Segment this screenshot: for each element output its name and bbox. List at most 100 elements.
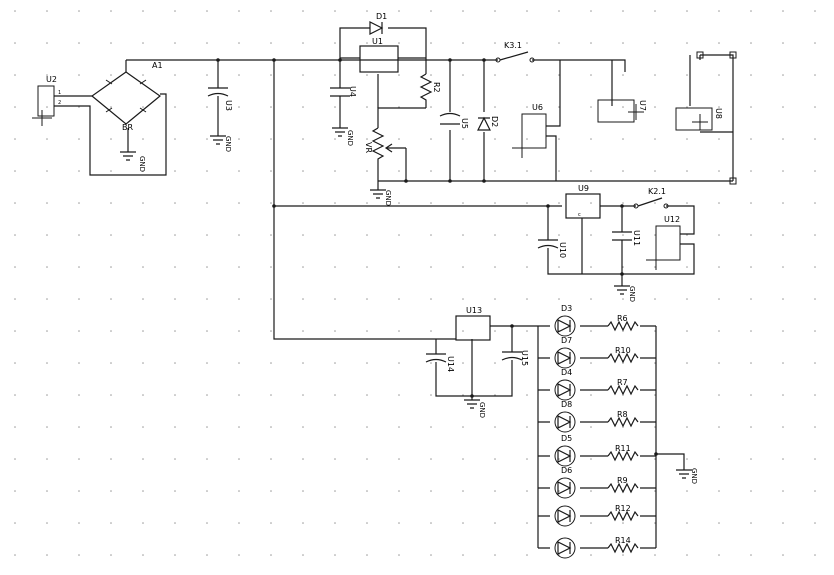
- br-label: BR: [122, 123, 133, 132]
- d3-label: D3: [561, 304, 572, 313]
- u9-label: U9: [578, 184, 589, 193]
- regulator-u13[interactable]: U13: [455, 306, 491, 341]
- capacitor-u5[interactable]: U5: [439, 112, 469, 129]
- left-bus-wire: [273, 60, 456, 340]
- resistor-r14[interactable]: R14: [607, 536, 639, 554]
- potentiometer-vr[interactable]: VR: [364, 127, 406, 170]
- u2-pin2-wire: [60, 93, 167, 176]
- d4-label: D4: [561, 368, 572, 377]
- resistor-r10[interactable]: R10: [607, 346, 639, 364]
- ground-icon: GND: [210, 135, 232, 152]
- gnd-label: GND: [384, 190, 392, 206]
- u1-label: U1: [372, 37, 383, 46]
- capacitor-u15[interactable]: U15: [501, 350, 529, 372]
- resistor-icon: [607, 384, 639, 396]
- ground-icon: GND: [370, 189, 392, 206]
- k2-label: K2.1: [648, 187, 666, 196]
- led-icon: [557, 415, 572, 429]
- bridge-rectifier-icon: [91, 71, 161, 125]
- component-u7[interactable]: U7: [597, 99, 647, 123]
- led-d5[interactable]: D5: [554, 434, 576, 467]
- resistor-r6[interactable]: R6: [607, 314, 639, 332]
- relay-switch-k2[interactable]: K2.1: [633, 187, 669, 209]
- r10-label: R10: [615, 346, 631, 355]
- resistor-r7[interactable]: R7: [607, 378, 639, 396]
- regulator-u9[interactable]: U9 c: [565, 184, 601, 219]
- ground-icon: GND: [120, 151, 146, 172]
- bridge-rectifier[interactable]: BR A1: [91, 61, 163, 132]
- led-icon: [557, 541, 572, 555]
- d8-label: D8: [561, 400, 572, 409]
- a1-label: A1: [152, 61, 163, 70]
- led-d7[interactable]: D7: [554, 336, 576, 369]
- ground-icon: GND: [614, 285, 636, 302]
- capacitor-icon: [439, 112, 461, 125]
- led-d4[interactable]: D4: [554, 368, 576, 401]
- zener-diode-icon: [477, 116, 491, 131]
- gnd-label: GND: [478, 402, 486, 418]
- regulator-u1[interactable]: U1: [359, 37, 399, 73]
- u13-label: U13: [466, 306, 482, 315]
- capacitor-u10[interactable]: U10: [537, 239, 567, 258]
- gnd-label: GND: [138, 156, 146, 172]
- u14-u15-bottom-wire: [435, 372, 513, 397]
- resistor-icon: [607, 510, 639, 522]
- r14-label: R14: [615, 536, 631, 545]
- u14-label: U14: [446, 356, 455, 372]
- resistor-r8[interactable]: R8: [607, 410, 639, 428]
- zener-d2[interactable]: D2: [477, 116, 499, 131]
- u12-label: U12: [664, 215, 680, 224]
- led-icon: [557, 351, 572, 365]
- resistor-r9[interactable]: R9: [607, 476, 639, 494]
- resistor-icon: [371, 127, 385, 170]
- d1-left-wire: [339, 27, 370, 60]
- u11-label: U11: [632, 230, 641, 246]
- wires: [60, 27, 734, 549]
- capacitor-u4[interactable]: U4: [330, 86, 357, 108]
- component-u8[interactable]: U8: [675, 51, 737, 185]
- d2-label: D2: [490, 116, 499, 127]
- relay-switch-k3[interactable]: K3.1: [495, 41, 535, 63]
- capacitor-icon: [207, 87, 229, 97]
- d1-label: D1: [376, 12, 387, 21]
- gnd-label: GND: [346, 130, 354, 146]
- r6-label: R6: [617, 314, 628, 323]
- u3-label: U3: [224, 100, 233, 111]
- led-row7[interactable]: [554, 505, 576, 527]
- ground-icon: GND: [676, 468, 698, 484]
- r2-label: R2: [432, 82, 441, 93]
- capacitor-u14[interactable]: U14: [425, 353, 455, 372]
- led-d3[interactable]: D3: [554, 304, 576, 337]
- pin-label: c: [578, 212, 581, 218]
- resistor-r12[interactable]: R12: [607, 504, 639, 522]
- component-u12[interactable]: U12: [646, 215, 681, 270]
- pin-label: 2: [58, 100, 61, 106]
- connector-icon: [646, 250, 666, 270]
- u6-label: U6: [532, 103, 543, 112]
- led-icon: [557, 449, 572, 463]
- resistor-r2[interactable]: R2: [419, 73, 441, 108]
- led-row8[interactable]: [554, 537, 576, 559]
- pin-label: 1: [58, 90, 61, 96]
- u5-label: U5: [460, 118, 469, 129]
- capacitor-u11[interactable]: U11: [612, 230, 641, 250]
- r7-label: R7: [617, 378, 628, 387]
- u2-connector[interactable]: U2 1 2: [32, 75, 61, 126]
- led-icon: [557, 383, 572, 397]
- led-d6[interactable]: D6: [554, 466, 576, 499]
- led-icon: [557, 509, 572, 523]
- u8-label: U8: [714, 108, 723, 119]
- led-gnd-wire: [656, 453, 685, 470]
- relay-switch-icon: [499, 51, 529, 61]
- vr-label: VR: [364, 142, 373, 153]
- capacitor-u3[interactable]: U3: [207, 87, 233, 111]
- diode-d1[interactable]: D1: [369, 12, 387, 35]
- resistor-icon: [607, 482, 639, 494]
- ground-icon: GND: [332, 127, 354, 146]
- resistor-r11[interactable]: R11: [607, 444, 639, 462]
- ground-symbols: GND GND GND GND GND GND GND: [120, 127, 698, 484]
- relay-switch-icon: [637, 197, 663, 207]
- led-d8[interactable]: D8: [554, 400, 576, 433]
- component-u6[interactable]: U6: [512, 103, 547, 158]
